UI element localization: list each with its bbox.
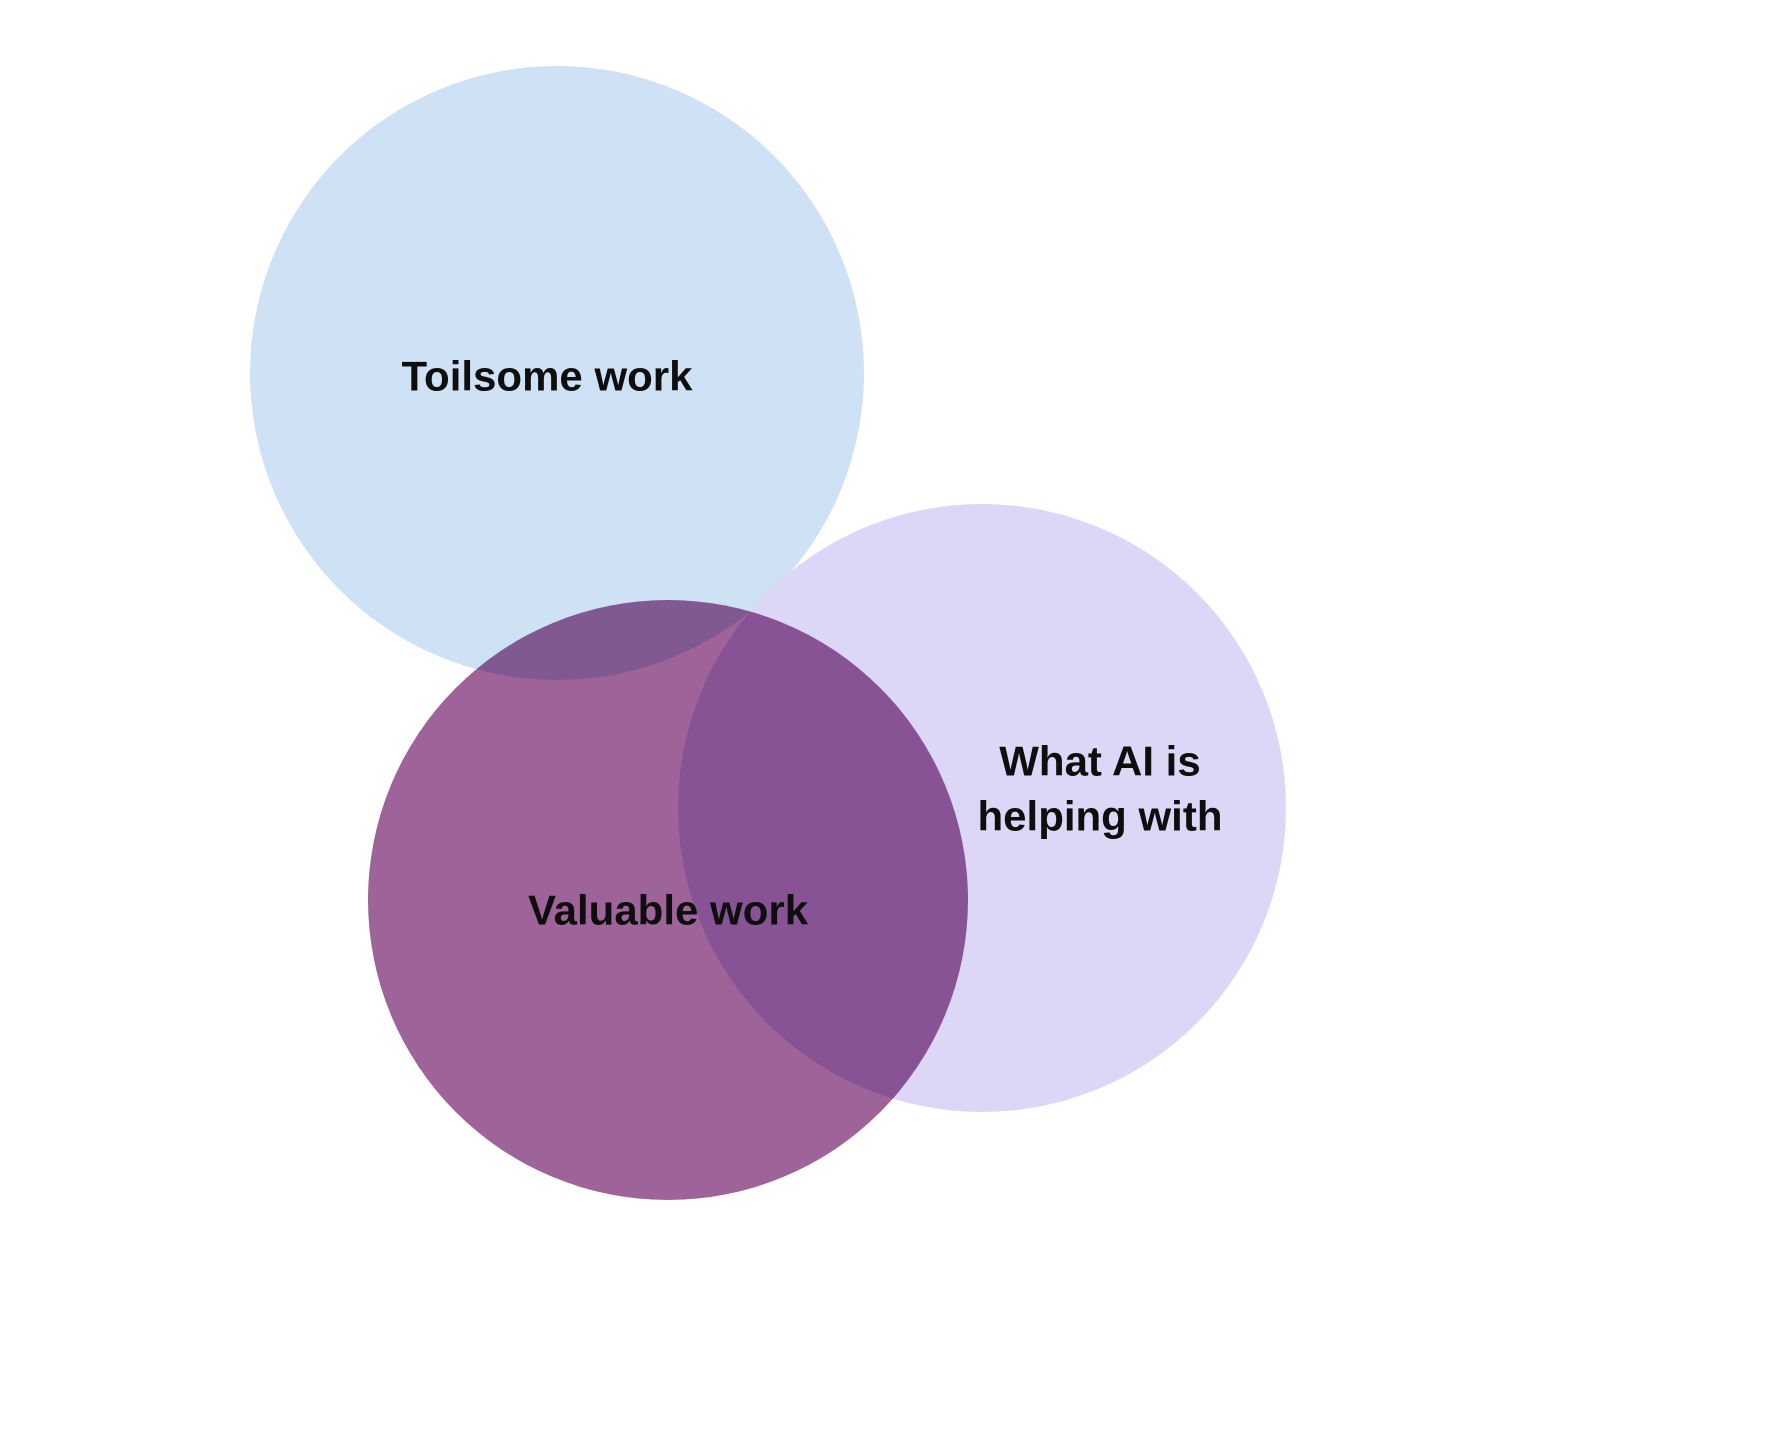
label-toilsome-work: Toilsome work (401, 352, 693, 400)
label-what-ai-is-helping-with: What AI is helping with (977, 737, 1223, 839)
label-valuable-work: Valuable work (527, 886, 809, 934)
circle-toilsome-work (250, 66, 864, 680)
circle-valuable-work (368, 600, 968, 1200)
